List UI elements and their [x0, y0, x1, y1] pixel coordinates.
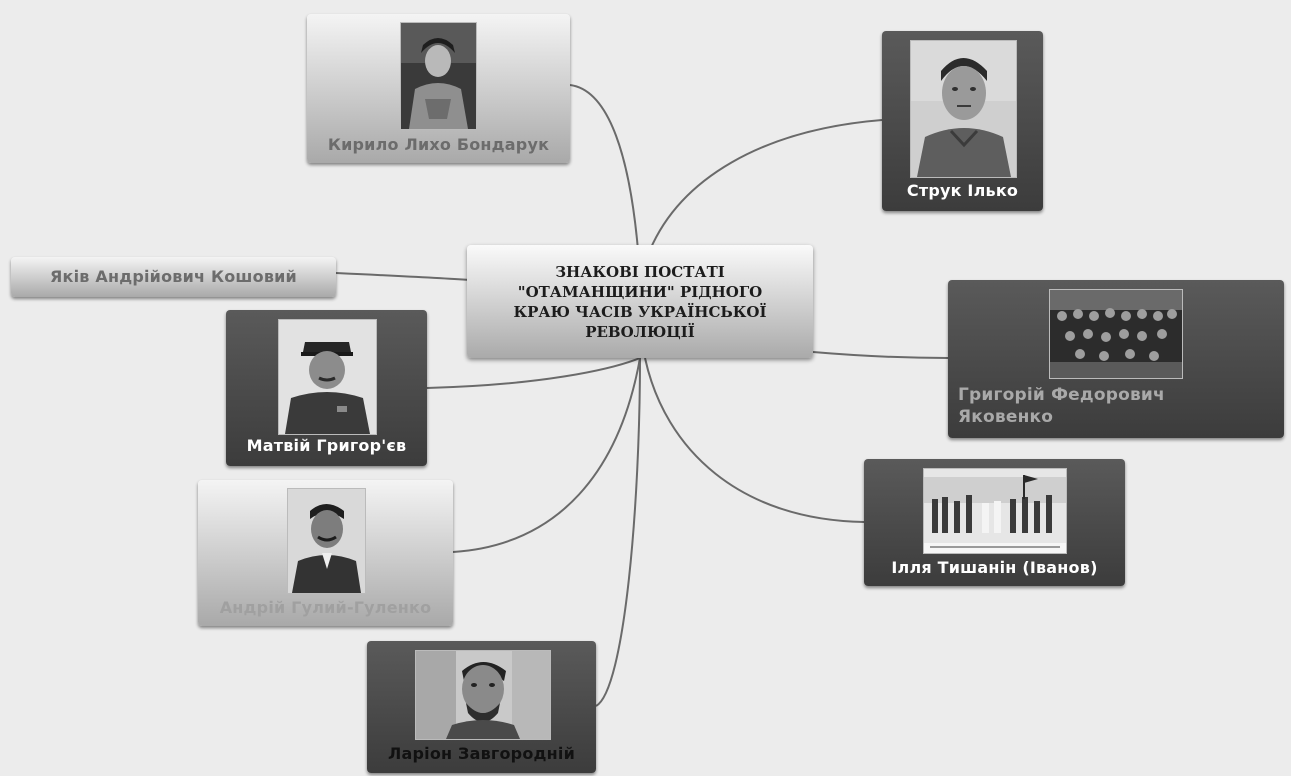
connector-yakovenko — [812, 351, 949, 359]
photo-zavhorodnii — [415, 650, 551, 740]
label-yakovenko-line2: Яковенко — [958, 407, 1054, 427]
connector-tyshanin — [644, 357, 865, 523]
label-tyshanin: Ілля Тишанін (Іванов) — [891, 558, 1098, 577]
node-hryhoriev[interactable]: Матвій Григор'єв — [226, 310, 427, 466]
label-yakovenko-line1: Григорій Федорович — [958, 385, 1165, 405]
connector-bondaruk — [569, 84, 639, 251]
connector-hryhoriev — [426, 357, 641, 389]
photo-tyshanin — [923, 468, 1067, 554]
photo-struk — [910, 40, 1017, 178]
photo-yakovenko — [1049, 289, 1183, 379]
label-struk: Струк Ілько — [906, 181, 1019, 200]
node-yakovenko[interactable]: Григорій Федорович Яковенко — [948, 280, 1284, 438]
node-zavhorodnii[interactable]: Ларіон Завгородній — [367, 641, 596, 773]
label-hulyi: Андрій Гулий-Гуленко — [219, 598, 432, 617]
label-hryhoriev: Матвій Григор'єв — [246, 436, 407, 455]
node-koshovyi[interactable]: Яків Андрійович Кошовий — [11, 257, 336, 297]
connector-koshovyi — [335, 272, 471, 281]
connector-struk — [649, 119, 883, 251]
photo-bondaruk — [400, 22, 477, 130]
central-topic-text: ЗНАКОВІ ПОСТАТІ "ОТАМАНЩИНИ" РІДНОГО КРА… — [513, 262, 767, 341]
node-hulyi[interactable]: Андрій Гулий-Гуленко — [198, 480, 453, 626]
photo-hryhoriev — [278, 319, 377, 435]
node-struk[interactable]: Струк Ілько — [882, 31, 1043, 211]
connector-hulyi — [452, 357, 641, 553]
label-koshovyi: Яків Андрійович Кошовий — [50, 267, 297, 286]
node-tyshanin[interactable]: Ілля Тишанін (Іванов) — [864, 459, 1125, 586]
central-topic[interactable]: ЗНАКОВІ ПОСТАТІ "ОТАМАНЩИНИ" РІДНОГО КРА… — [467, 245, 813, 358]
label-bondaruk: Кирило Лихо Бондарук — [327, 135, 550, 154]
node-bondaruk[interactable]: Кирило Лихо Бондарук — [307, 14, 570, 163]
connector-zavhorodnii — [595, 357, 641, 707]
label-zavhorodnii: Ларіон Завгородній — [388, 744, 575, 763]
photo-hulyi — [287, 488, 366, 594]
